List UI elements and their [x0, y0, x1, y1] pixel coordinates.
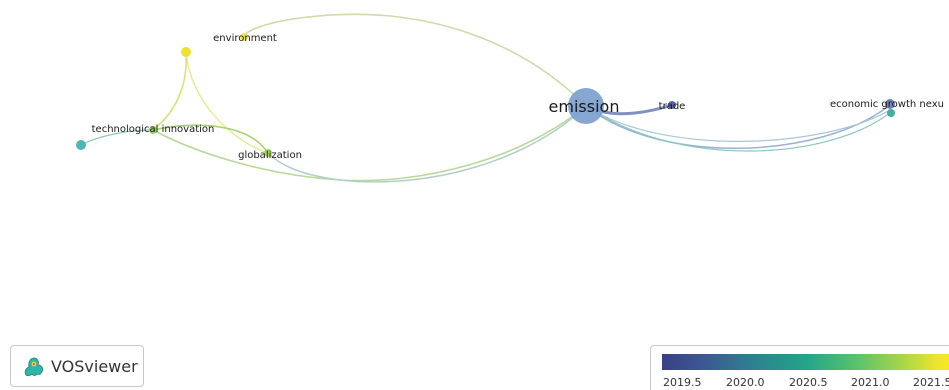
- node-environment[interactable]: [240, 33, 248, 41]
- label-trade[interactable]: trade: [659, 101, 686, 112]
- link-emission-environment: [243, 13, 587, 107]
- link-emission-technological-innovation: [152, 105, 587, 182]
- link-emission-globalization: [267, 105, 587, 183]
- nodes: [76, 33, 895, 157]
- node-trade[interactable]: [668, 101, 676, 109]
- link-environment-globalization: [185, 51, 269, 154]
- link-technological-innovation-teal-node: [80, 129, 154, 146]
- label-globalization[interactable]: globalization: [238, 150, 302, 161]
- labels: emission trade economic growth nexu envi…: [92, 33, 944, 161]
- node-technological-innovation[interactable]: [149, 126, 157, 134]
- links: [80, 13, 892, 183]
- vosviewer-logo[interactable]: VOSviewer: [10, 345, 144, 387]
- vosviewer-logo-text: VOSviewer: [51, 356, 138, 376]
- label-emission[interactable]: emission: [549, 97, 620, 116]
- legend-tick: 2019.5: [663, 376, 702, 389]
- link-emission-economic-growth-nexus-b: [585, 105, 891, 142]
- link-emission-economic-growth-nexus-c: [585, 105, 892, 152]
- legend-color-bar: [662, 354, 949, 370]
- label-economic-growth-nexus[interactable]: economic growth nexu: [830, 99, 944, 110]
- label-environment[interactable]: environment: [213, 33, 277, 44]
- legend-tick: 2020.0: [726, 376, 765, 389]
- vosviewer-logo-icon: [24, 357, 44, 377]
- node-economic-growth-nexus-teal[interactable]: [887, 109, 895, 117]
- label-technological-innovation[interactable]: technological innovation: [92, 124, 215, 135]
- legend-tick: 2021.5: [913, 376, 949, 389]
- node-emission[interactable]: [568, 88, 604, 124]
- link-technological-innovation-globalization: [152, 124, 269, 154]
- legend-tick: 2020.5: [789, 376, 828, 389]
- node-environment-yellow[interactable]: [181, 47, 191, 57]
- link-environment-technological-innovation: [152, 51, 187, 131]
- node-globalization[interactable]: [264, 149, 272, 157]
- year-color-legend: 2019.5 2020.0 2020.5 2021.0 2021.5: [650, 345, 949, 390]
- node-economic-growth-nexus[interactable]: [885, 99, 895, 109]
- node-technological-innovation-teal[interactable]: [76, 140, 86, 150]
- legend-tick: 2021.0: [851, 376, 890, 389]
